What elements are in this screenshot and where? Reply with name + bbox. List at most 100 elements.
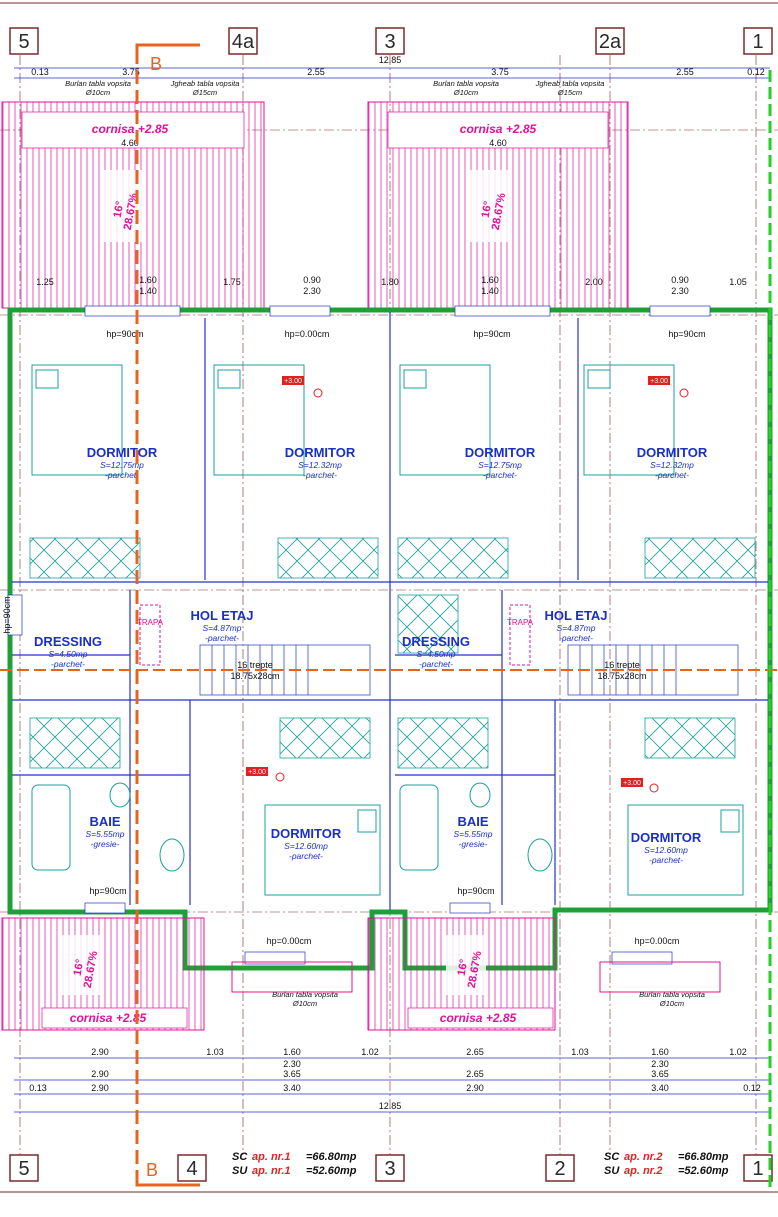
room-name: HOL ETAJ bbox=[544, 608, 607, 623]
dim-label: 2.00 bbox=[585, 277, 603, 287]
trapa-box bbox=[509, 604, 531, 666]
axis-label: 4 bbox=[186, 1158, 197, 1180]
gutter-note: Jgheab tabla vopsita bbox=[535, 79, 605, 88]
trapa-label: TRAPA bbox=[137, 618, 164, 627]
dim-label: 12.85 bbox=[379, 55, 402, 65]
gutter-note: Jgheab tabla vopsita bbox=[170, 79, 240, 88]
room-floor: -parchet- bbox=[483, 470, 517, 480]
gutter-note: Ø10cm bbox=[453, 88, 478, 97]
room-name: DORMITOR bbox=[285, 445, 356, 460]
room-name: DORMITOR bbox=[271, 826, 342, 841]
trapa-label: TRAPA bbox=[507, 618, 534, 627]
room-area: S=12.32mp bbox=[650, 460, 694, 470]
dim-label: 12.85 bbox=[379, 1101, 402, 1111]
window-tag: hp=90cm bbox=[473, 329, 510, 339]
cornice-label: cornisa +2.85 bbox=[92, 122, 169, 136]
dim-label: 1.40 bbox=[481, 286, 499, 296]
room-area: S=12.60mp bbox=[284, 841, 328, 851]
room-area: S=5.55mp bbox=[454, 829, 493, 839]
room-floor: -parchet- bbox=[51, 659, 85, 669]
window-tag: hp=0.00cm bbox=[267, 936, 312, 946]
stair-count: 16 trepte bbox=[604, 660, 640, 670]
su-ap: ap. nr.2 bbox=[624, 1165, 663, 1177]
dim-label: 2.65 bbox=[466, 1047, 484, 1057]
room-area: S=4.87mp bbox=[203, 623, 242, 633]
dim-label: 2.30 bbox=[303, 286, 321, 296]
room-name: DRESSING bbox=[402, 634, 470, 649]
room-area: S=4.50mp bbox=[417, 649, 456, 659]
dim-label: 1.02 bbox=[361, 1047, 379, 1057]
roof-left-top: cornisa +2.85 16°28.67% 4.60 1.25 1.60 1… bbox=[1, 101, 265, 309]
gutter-note: Burlan tabla vopsita bbox=[65, 79, 131, 88]
dim-label: 3.40 bbox=[651, 1083, 669, 1093]
section-line-b: B B bbox=[135, 43, 200, 1187]
trapa-box bbox=[139, 604, 161, 666]
cornice-label: cornisa +2.85 bbox=[460, 122, 537, 136]
su-value: =52.60mp bbox=[678, 1165, 729, 1177]
interior-walls bbox=[12, 312, 768, 910]
room-area: S=12.60mp bbox=[644, 845, 688, 855]
dim-label: 1.05 bbox=[729, 277, 747, 287]
room-floor: -parchet- bbox=[419, 659, 453, 669]
room-floor: -parchet- bbox=[655, 470, 689, 480]
area-summary-1: SC ap. nr.1 =66.80mp SU ap. nr.1 =52.60m… bbox=[232, 1151, 357, 1177]
dim-label: 2.30 bbox=[651, 1059, 669, 1069]
su-value: =52.60mp bbox=[306, 1165, 357, 1177]
sc-label: SC bbox=[232, 1151, 248, 1163]
dim-label: 3.65 bbox=[651, 1069, 669, 1079]
gutter-note: Burlan tabla vopsita bbox=[272, 990, 338, 999]
room-area: S=5.55mp bbox=[86, 829, 125, 839]
window-tag: hp=0.00cm bbox=[635, 936, 680, 946]
dim-label: 1.03 bbox=[571, 1047, 589, 1057]
room-name: HOL ETAJ bbox=[190, 608, 253, 623]
axis-label: 4a bbox=[232, 31, 255, 53]
dim-label: 1.40 bbox=[139, 286, 157, 296]
dim-label: 1.80 bbox=[381, 277, 399, 287]
dim-label: 0.12 bbox=[747, 67, 765, 77]
stair-size: 18.75x28cm bbox=[230, 671, 279, 681]
room-area: S=12.75mp bbox=[478, 460, 522, 470]
sc-label: SC bbox=[604, 1151, 620, 1163]
room-area: S=4.87mp bbox=[557, 623, 596, 633]
dim-label: 2.65 bbox=[466, 1069, 484, 1079]
window-tag: hp=90cm bbox=[668, 329, 705, 339]
axis-label: 2a bbox=[599, 31, 622, 53]
roof-edge bbox=[599, 961, 721, 993]
room-name: DORMITOR bbox=[631, 830, 702, 845]
dim-label: 2.90 bbox=[91, 1083, 109, 1093]
gutter-note: Ø15cm bbox=[192, 88, 217, 97]
beds bbox=[31, 364, 744, 896]
window-tag: hp=90cm bbox=[89, 886, 126, 896]
dim-label: 2.90 bbox=[466, 1083, 484, 1093]
gutter-note: Ø15cm bbox=[557, 88, 582, 97]
bathroom-fixtures bbox=[31, 782, 553, 872]
roof-right-bottom: cornisa +2.85 16°28.67% bbox=[367, 917, 556, 1031]
dim-label: 4.60 bbox=[489, 138, 507, 148]
axis-label: 3 bbox=[384, 31, 395, 53]
dim-label: 1.60 bbox=[651, 1047, 669, 1057]
dim-label: 0.13 bbox=[31, 67, 49, 77]
dim-label: 2.55 bbox=[307, 67, 325, 77]
gutter-note: Burlan tabla vopsita bbox=[639, 990, 705, 999]
level-markers: +3.00 +3.00 +3.00 +3.00 bbox=[246, 376, 689, 793]
dim-label: 4.60 bbox=[121, 138, 139, 148]
level-tag: +3.00 bbox=[248, 769, 266, 776]
room-floor: -gresie- bbox=[459, 839, 488, 849]
window-tag: hp=90cm bbox=[457, 886, 494, 896]
dim-label: 1.02 bbox=[729, 1047, 747, 1057]
room-area: S=12.75mp bbox=[100, 460, 144, 470]
room-name: BAIE bbox=[457, 814, 488, 829]
room-area: S=12.32mp bbox=[298, 460, 342, 470]
dim-label: 2.90 bbox=[91, 1069, 109, 1079]
room-floor: -parchet- bbox=[303, 470, 337, 480]
axis-markers-bottom: 5 4 3 2 1 bbox=[9, 1154, 773, 1182]
dim-label: 0.12 bbox=[743, 1083, 761, 1093]
cornice-label: cornisa +2.85 bbox=[70, 1011, 147, 1025]
top-dimensions bbox=[14, 67, 770, 79]
roof-right-top: cornisa +2.85 16°28.67% 4.60 1.80 1.60 1… bbox=[367, 101, 629, 309]
stair-count: 16 trepte bbox=[237, 660, 273, 670]
wardrobes bbox=[29, 537, 756, 769]
window-tag: hp=90cm bbox=[106, 329, 143, 339]
area-summary-2: SC ap. nr.2 =66.80mp SU ap. nr.2 =52.60m… bbox=[604, 1151, 729, 1177]
